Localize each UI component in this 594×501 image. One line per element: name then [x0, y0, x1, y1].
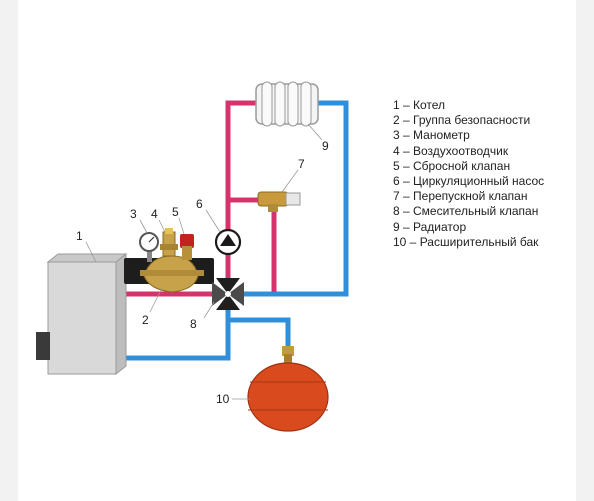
legend-item-1: 1 – Котел — [393, 98, 446, 112]
callout-1: 1 — [76, 229, 83, 243]
legend-item-2: 2 – Группа безопасности — [393, 113, 531, 128]
expansion-tank — [247, 346, 329, 432]
bypass-valve — [257, 191, 301, 212]
callout-10: 10 — [216, 392, 230, 406]
callout-3: 3 — [130, 207, 137, 221]
callout-7: 7 — [298, 157, 305, 171]
callout-2: 2 — [142, 313, 149, 327]
manometer — [139, 232, 159, 262]
callout-4: 4 — [151, 207, 158, 221]
legend-item-8: 8 – Смесительный клапан — [393, 204, 539, 219]
radiator — [255, 81, 319, 127]
callout-labels: 1 2 3 4 5 6 7 8 9 10 — [76, 139, 329, 406]
legend-list: 1 – Котел 2 – Группа безопасности 3 – Ма… — [393, 98, 544, 250]
tank-line-pipe — [225, 317, 291, 353]
legend-item-9: 9 – Радиатор — [393, 219, 467, 234]
callout-6: 6 — [196, 197, 203, 211]
legend-item-10: 10 – Расширительный бак — [393, 234, 539, 249]
leader-lines — [85, 123, 323, 400]
legend-item-4: 4 – Воздухоотводчик — [393, 143, 509, 158]
callout-8: 8 — [190, 317, 197, 331]
supply-riser-pipe — [225, 100, 261, 289]
callout-5: 5 — [172, 205, 179, 219]
legend-item-3: 3 – Манометр — [393, 128, 470, 143]
legend-item-7: 7 – Перепускной клапан — [393, 189, 528, 204]
boiler — [36, 252, 128, 376]
mixing-valve — [212, 278, 244, 310]
supply-pipes — [123, 100, 277, 297]
safety-group — [124, 255, 214, 293]
radiator-return-pipe — [237, 100, 349, 297]
air-vent — [160, 228, 178, 257]
return-pipes — [123, 100, 349, 361]
legend-item-5: 5 – Сбросной клапан — [393, 158, 511, 173]
legend-item-6: 6 – Циркуляционный насос — [393, 174, 545, 189]
callout-9: 9 — [322, 139, 329, 153]
relief-valve — [180, 234, 194, 260]
circulation-pump — [214, 228, 242, 256]
boiler-burner-block — [36, 332, 50, 360]
